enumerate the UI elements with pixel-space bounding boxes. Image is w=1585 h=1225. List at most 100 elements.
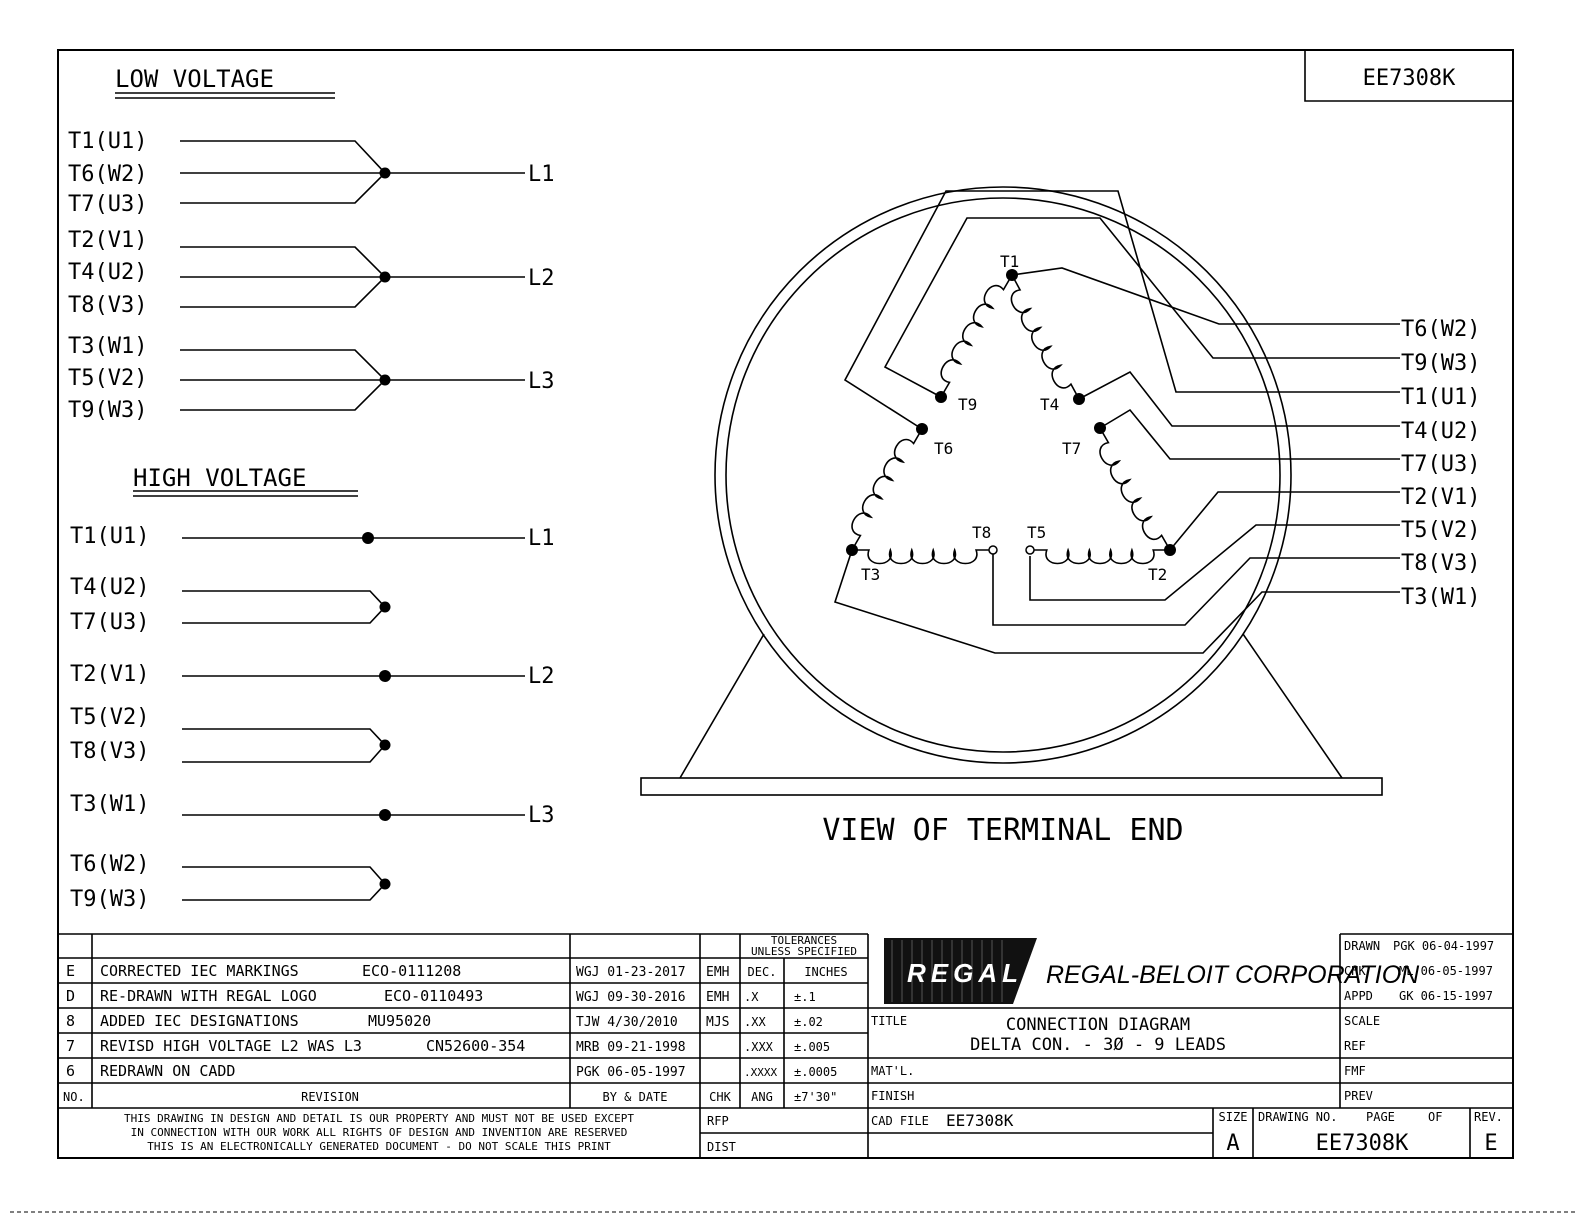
terminal-label: T2 (1148, 565, 1167, 584)
mount-base (640, 777, 1383, 796)
hv-lead: T2(V1) (70, 662, 149, 687)
external-lead-label: T7(U3) (1401, 452, 1480, 477)
low-voltage-title: LOW VOLTAGE (115, 65, 274, 93)
wire-t9 (883, 217, 1400, 398)
dist-label: DIST (707, 1140, 736, 1154)
junction-dot (379, 271, 391, 283)
lv-line-label: L1 (528, 162, 555, 187)
terminal-label: T5 (1027, 523, 1046, 542)
approved-label: APPD (1344, 989, 1373, 1003)
size-value: A (1226, 1131, 1239, 1156)
drawing-no-label: DRAWING NO. (1258, 1110, 1337, 1124)
external-lead-label: T3(W1) (1401, 585, 1480, 610)
junction-dot (379, 809, 391, 821)
scale-label: SCALE (1344, 1014, 1380, 1028)
ref-label: REF (1344, 1039, 1366, 1053)
hv-lead: T4(U2) (70, 575, 149, 600)
rev-by-date: PGK 06-05-1997 (576, 1065, 686, 1080)
hv-line-label: L3 (528, 803, 555, 828)
header-chk: CHK (709, 1090, 731, 1104)
lv-lead: T2(V1) (68, 228, 147, 253)
terminal-label: T6 (934, 439, 953, 458)
coil-t3-t8 (852, 547, 993, 565)
terminal-label: T3 (861, 565, 880, 584)
external-lead-label: T4(U2) (1401, 419, 1480, 444)
tolerance-value: ±.02 (794, 1015, 823, 1029)
lv-lead: T9(W3) (68, 398, 147, 423)
rev-description: REDRAWN ON CADD (100, 1062, 235, 1080)
of-label: OF (1428, 1110, 1442, 1124)
wire-t5 (1029, 524, 1400, 601)
tolerances-subtitle: UNLESS SPECIFIED (751, 945, 857, 958)
rev-description: ADDED IEC DESIGNATIONS (100, 1012, 299, 1030)
hv-lead: T9(W3) (70, 887, 149, 912)
coil-t7-t2 (1099, 427, 1171, 551)
rev-letter: E (66, 962, 75, 980)
lv-line-label: L2 (528, 266, 555, 291)
hv-line-label: L2 (528, 664, 555, 689)
terminal-end-view: T1 T9 T4 T6 T7 T8 T5 T3 T2 T6(W2) T9(W3)… (640, 186, 1480, 848)
page-label: PAGE (1366, 1110, 1395, 1124)
checked-label: CHK (1344, 964, 1366, 978)
rev-eco: ECO-0111208 (362, 962, 461, 980)
rev-letter: 6 (66, 1062, 75, 1080)
tolerance-label: .XX (744, 1015, 766, 1029)
view-caption: VIEW OF TERMINAL END (822, 813, 1183, 848)
rev-description: CORRECTED IEC MARKINGS (100, 962, 299, 980)
rev-letter: 7 (66, 1037, 75, 1055)
terminal-dot-t6 (916, 423, 928, 435)
tolerance-label: .X (744, 990, 759, 1004)
wire-t3 (833, 549, 1400, 654)
title-label: TITLE (871, 1014, 907, 1028)
coil-t1-t9 (940, 274, 1013, 398)
terminal-dot-t3 (846, 544, 858, 556)
drawn-label: DRAWN (1344, 939, 1380, 953)
header-no: NO. (63, 1090, 85, 1104)
rev-by-date: TJW 4/30/2010 (576, 1015, 678, 1030)
rev-chk: EMH (706, 965, 729, 980)
checked-value: ML 06-05-1997 (1399, 964, 1493, 978)
title-block: E CORRECTED IEC MARKINGS ECO-0111208 WGJ… (58, 933, 1513, 1158)
disclaimer-line: IN CONNECTION WITH OUR WORK ALL RIGHTS O… (131, 1126, 628, 1139)
rev-description: REVISD HIGH VOLTAGE L2 WAS L3 (100, 1037, 362, 1055)
prev-label: PREV (1344, 1089, 1373, 1103)
terminal-dot-t1 (1006, 269, 1018, 281)
terminal-dot-t2 (1164, 544, 1176, 556)
size-label: SIZE (1219, 1110, 1248, 1124)
terminal-dot-t4 (1073, 393, 1085, 405)
motor-frame-outer (714, 186, 1292, 764)
tolerance-value: INCHES (804, 965, 847, 979)
external-lead-label: T8(V3) (1401, 551, 1480, 576)
header-revision: REVISION (301, 1090, 359, 1104)
corporation-name: REGAL-BELOIT CORPORATION (1046, 961, 1420, 989)
terminal-label: T8 (972, 523, 991, 542)
lv-lead: T1(U1) (68, 129, 147, 154)
rev-by-date: MRB 09-21-1998 (576, 1040, 686, 1055)
external-lead-label: T2(V1) (1401, 485, 1480, 510)
rev-eco: MU95020 (368, 1012, 431, 1030)
tolerance-label: .XXXX (744, 1066, 777, 1079)
wire-t6 (1011, 267, 1400, 325)
coil-t6-t3 (851, 428, 923, 551)
terminal-label: T7 (1062, 439, 1081, 458)
wire-t7 (1099, 408, 1400, 460)
drawing-number: EE7308K (1316, 1131, 1409, 1156)
cad-file: EE7308K (946, 1111, 1014, 1130)
junction-dot (379, 878, 391, 890)
terminal-label: T1 (1000, 252, 1019, 271)
rev-description: RE-DRAWN WITH REGAL LOGO (100, 987, 317, 1005)
drawing-number-top: EE7308K (1363, 66, 1456, 91)
header-by-date: BY & DATE (602, 1090, 667, 1104)
hv-line-label: L1 (528, 526, 555, 551)
tolerances-title: TOLERANCES (771, 934, 837, 947)
wire-t8 (992, 550, 1400, 626)
terminal-dot-t8 (988, 545, 998, 555)
junction-dot (379, 670, 391, 682)
hv-lead: T3(W1) (70, 792, 149, 817)
terminal-dot-t5 (1025, 545, 1035, 555)
high-voltage-section: HIGH VOLTAGE T1(U1) L1 T4(U2) T7(U3) T2(… (70, 464, 555, 912)
tolerance-label: ANG (751, 1090, 773, 1104)
rev-eco: CN52600-354 (426, 1037, 525, 1055)
drawing-number-box (1304, 50, 1513, 102)
